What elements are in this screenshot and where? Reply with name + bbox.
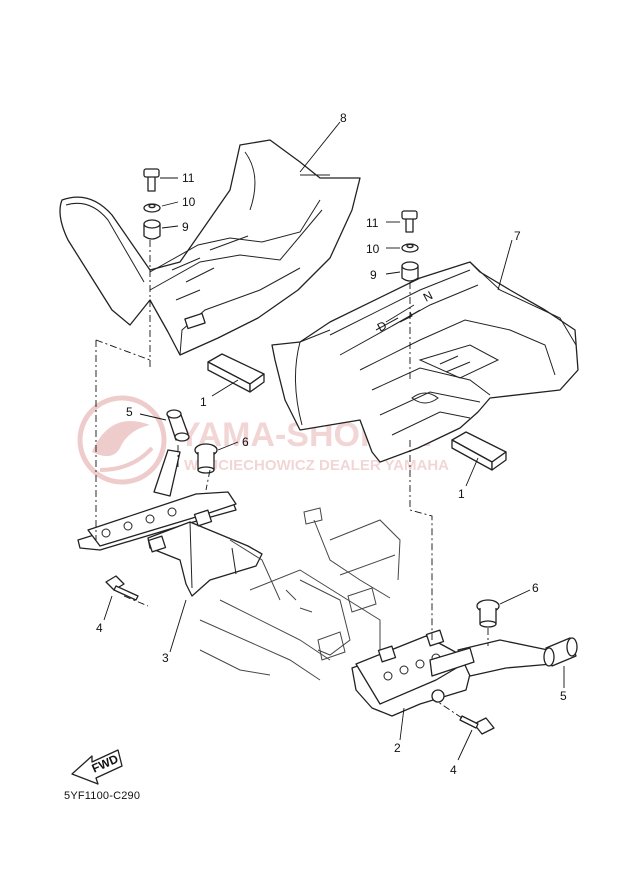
alignment-lines bbox=[95, 240, 489, 719]
callout-9-right: 9 bbox=[370, 268, 377, 282]
callout-1-left: 1 bbox=[200, 395, 207, 409]
callout-2: 2 bbox=[394, 741, 401, 755]
callout-3: 3 bbox=[162, 651, 169, 665]
grip-right bbox=[543, 637, 578, 667]
left-footrest-board bbox=[59, 139, 361, 356]
callout-7: 7 bbox=[514, 229, 521, 243]
callout-4-right: 4 bbox=[450, 763, 457, 777]
grommet-left bbox=[194, 443, 218, 474]
callout-6-right: 6 bbox=[532, 581, 539, 595]
watermark-dealer: WOJCIECHOWICZ DEALER YAMAHA bbox=[184, 457, 449, 474]
callout-5-left: 5 bbox=[126, 405, 133, 419]
damper-stack-left bbox=[143, 168, 161, 240]
frame-outline bbox=[199, 507, 401, 681]
callout-6-left: 6 bbox=[242, 435, 249, 449]
watermark-logo-icon bbox=[77, 395, 167, 485]
footrest-pad-left bbox=[207, 353, 265, 393]
callout-4-left: 4 bbox=[96, 621, 103, 635]
damper-stack-right bbox=[401, 210, 419, 282]
bolt-left bbox=[105, 575, 139, 601]
callout-11-left: 11 bbox=[182, 171, 195, 185]
callout-8: 8 bbox=[340, 111, 347, 125]
callout-1-right: 1 bbox=[458, 487, 465, 501]
diagram-code: 5YF1100-C290 bbox=[64, 790, 141, 802]
fwd-arrow-icon: FWD bbox=[71, 749, 123, 785]
callout-numbers: 8 11 10 9 1 5 6 4 3 11 10 9 7 1 6 5 2 4 bbox=[96, 111, 567, 777]
right-footrest-board: D N bbox=[271, 261, 579, 463]
callout-10-left: 10 bbox=[182, 195, 196, 209]
callout-10-right: 10 bbox=[366, 242, 380, 256]
bolt-right bbox=[459, 715, 495, 735]
callout-9-left: 9 bbox=[182, 220, 189, 234]
right-footrest-bracket bbox=[351, 629, 553, 717]
footrest-pad-right bbox=[451, 431, 507, 471]
callout-11-right: 11 bbox=[366, 216, 379, 230]
grip-left bbox=[166, 409, 190, 442]
leader-lines bbox=[103, 121, 565, 761]
left-footrest-bracket bbox=[77, 449, 263, 597]
grommet-right bbox=[476, 599, 500, 628]
callout-5-right: 5 bbox=[560, 689, 567, 703]
